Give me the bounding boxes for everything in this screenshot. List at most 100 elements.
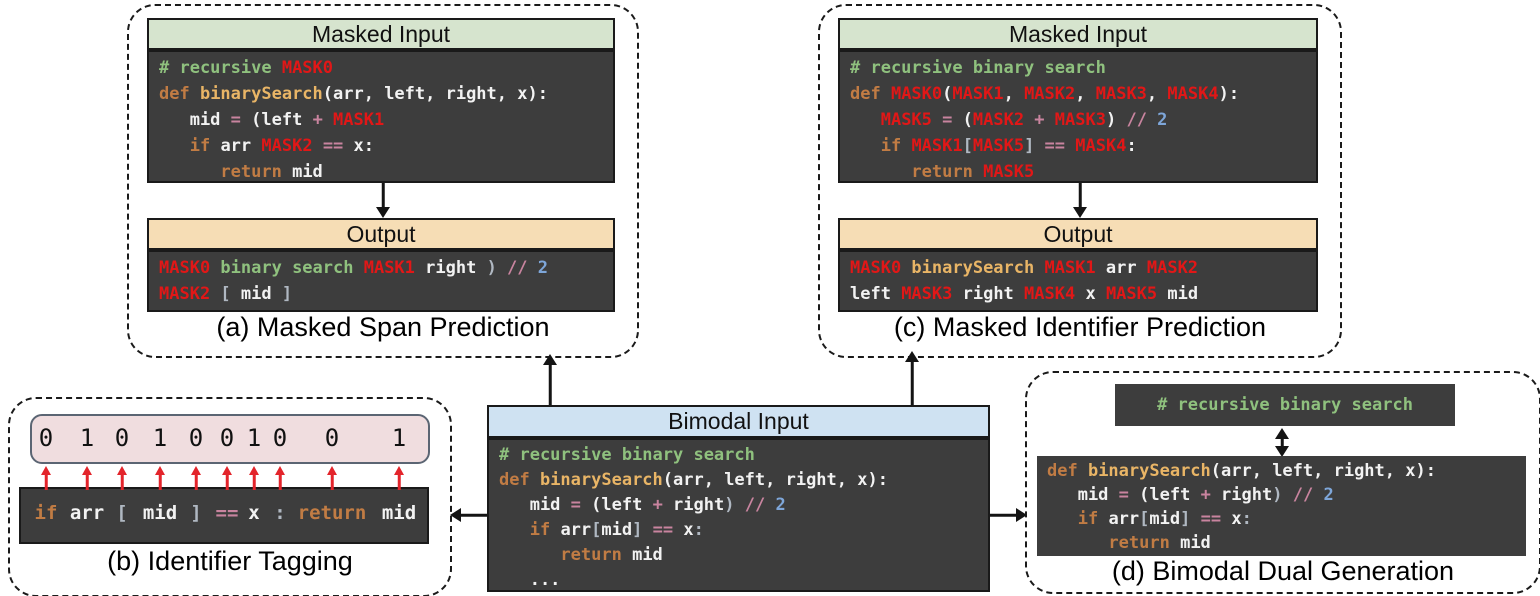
code-token: binary search [220, 258, 364, 278]
code-token: ) [486, 258, 508, 278]
code-token: MASK2 [159, 284, 221, 304]
code-token: return [1108, 533, 1181, 553]
tag-arrow-up-icon [393, 466, 405, 490]
code-token: = [1118, 485, 1140, 505]
code-token: MASK2 [261, 136, 323, 156]
arrow-down-icon [375, 183, 391, 218]
code-token: x [683, 520, 694, 540]
code-token: // [744, 495, 776, 515]
code-token: def [159, 84, 200, 104]
code-token: MASK1 [363, 258, 426, 278]
masked-input-header: Masked Input [838, 18, 1318, 50]
code-token: x [248, 502, 260, 524]
code-line: def binarySearch(arr, left, right, x): [1047, 459, 1516, 483]
code-token: ): [1218, 84, 1240, 104]
panel-c-caption: (c) Masked Identifier Prediction [893, 312, 1267, 342]
code-token: MASK2 [972, 110, 1035, 130]
tag-arrow-up-icon [190, 466, 202, 490]
code-token: mid [632, 545, 663, 565]
tag-digit: 1 [246, 424, 262, 452]
tag-digit: 0 [38, 424, 54, 452]
code-token: MASK3 [901, 284, 963, 304]
tag-arrow-up-icon [154, 466, 166, 490]
bimodal-input-header: Bimodal Input [487, 405, 990, 438]
code-token: [ [591, 520, 602, 540]
code-token: : [1241, 509, 1252, 529]
code-token: def [1047, 461, 1088, 481]
code-token: MASK1 [911, 136, 963, 156]
code-token: arr [220, 136, 262, 156]
code-token: MASK0 [159, 258, 221, 278]
code-token: left [850, 284, 902, 304]
code-line: mid = (left + MASK1 [159, 107, 603, 133]
masked-input-header-label: Masked Input [311, 20, 451, 47]
code-token: [ [962, 136, 973, 156]
code-token: [ [220, 284, 241, 304]
code-token: if [34, 502, 58, 524]
code-token: MASK5 [972, 136, 1025, 156]
code-token: + [1034, 110, 1055, 130]
code-token: MASK4 [1075, 136, 1127, 156]
code-token: = [570, 495, 592, 515]
code-token: (left [591, 495, 653, 515]
tag-arrow-up-icon [40, 466, 52, 490]
code-token: if [529, 520, 561, 540]
code-token: ] [632, 520, 653, 540]
code-token: , [1075, 84, 1096, 104]
code-token: MASK0 [850, 258, 912, 278]
code-line: if arr[mid] == x: [499, 518, 978, 543]
code-token: ] [281, 284, 293, 304]
output-header-label: Output [346, 220, 416, 247]
code-token: return [560, 545, 633, 565]
code-line: left MASK3 right MASK4 x MASK5 mid [850, 281, 1306, 307]
tag-output-box [30, 414, 430, 464]
code-token: mid [1047, 485, 1119, 505]
tag-digit: 0 [219, 424, 235, 452]
tag-digit: 0 [188, 424, 204, 452]
code-line: def binarySearch(arr, left, right, x): [499, 468, 978, 493]
code-token: MASK5 [1105, 284, 1168, 304]
code-token: right [673, 495, 725, 515]
code-token: , [1003, 84, 1025, 104]
code-line: return mid [499, 543, 978, 568]
code-token: MASK5 [880, 110, 943, 130]
code-token: x [1231, 509, 1242, 529]
code-line: MASK2 [ mid ] [159, 281, 603, 307]
code-token: 2 [1323, 485, 1334, 505]
code-token: = [230, 110, 252, 130]
code-token: == [322, 136, 354, 156]
code-token: ] [1180, 509, 1201, 529]
code-token: # recursive binary search [499, 445, 755, 465]
tag-digit: 1 [79, 424, 95, 452]
tag-digit: 0 [272, 424, 288, 452]
arrow-down-icon [1072, 183, 1088, 218]
code-line: MASK5 = (MASK2 + MASK3) // 2 [850, 107, 1306, 133]
code-token: if [880, 136, 912, 156]
code-token: : [363, 136, 375, 156]
code-token: MASK4 [1024, 284, 1086, 304]
code-line: return mid [1047, 531, 1516, 555]
code-token: [ [1139, 509, 1150, 529]
code-token: arr [560, 520, 592, 540]
code-token: ) [1272, 485, 1293, 505]
code-token: MASK0 [890, 84, 943, 104]
code-line: def binarySearch(arr, left, right, x): [159, 81, 603, 107]
code-token: MASK5 [983, 162, 1035, 182]
code-token: : [693, 520, 704, 540]
code-token: MASK4 [1167, 84, 1219, 104]
code-token: mid [1180, 533, 1211, 553]
code-token: mid [142, 502, 178, 524]
code-token [1047, 533, 1108, 553]
code-token: == [1044, 136, 1076, 156]
code-token: + [652, 495, 674, 515]
code-token: : [1126, 136, 1137, 156]
code-line: if MASK1[MASK5] == MASK4: [850, 133, 1306, 159]
code-token: if [1077, 509, 1109, 529]
code-line: return mid [159, 159, 603, 182]
code-token: mid [292, 162, 323, 182]
